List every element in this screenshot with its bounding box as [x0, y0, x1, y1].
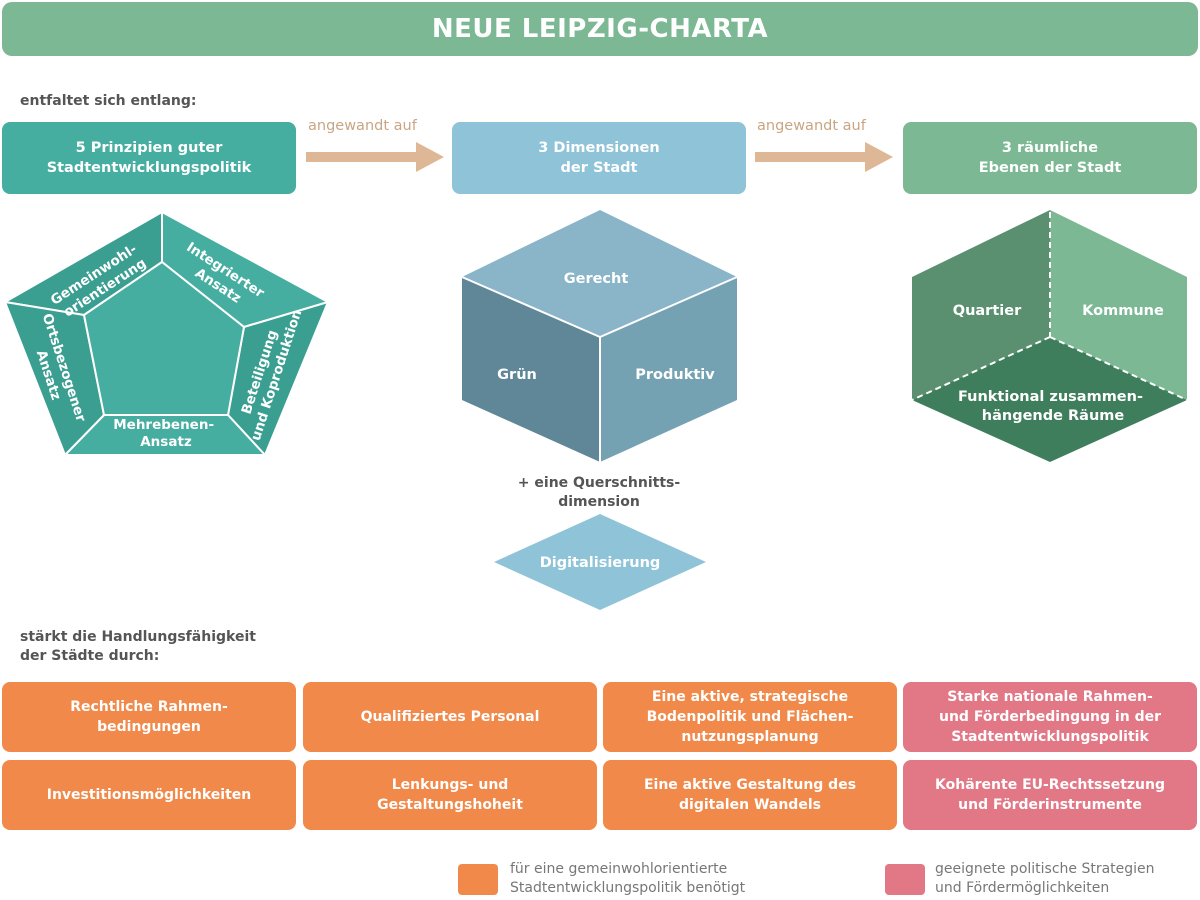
cube-right — [600, 277, 737, 462]
box-bodenpolitik-line3: nutzungsplanung — [681, 729, 819, 745]
box-nationale: Starke nationale Rahmen-und Förderbeding… — [903, 682, 1197, 752]
pentagon-center — [82, 260, 246, 416]
strengthen-line1: stärkt die Handlungsfähigkeit — [20, 629, 256, 645]
querschnitt-line1: + eine Querschnitts- — [517, 475, 681, 491]
box-digital: Eine aktive Gestaltung des digitalen Wand… — [603, 760, 897, 830]
box-eu-line2: und Förderinstrumente — [958, 797, 1142, 813]
box-digital-line2: digitalen Wandels — [679, 797, 821, 813]
box-nationale-line1: Starke nationale Rahmen- — [947, 689, 1153, 705]
principles-line1: 5 Prinzipien guter — [75, 140, 223, 156]
page-title: NEUE LEIPZIG-CHARTA — [431, 14, 769, 44]
box-bodenpolitik-line2: Bodenpolitik und Flächen- — [646, 709, 854, 725]
box-lenkung-line1: Lenkungs- und — [391, 777, 509, 793]
dimensions-line2: der Stadt — [560, 160, 638, 176]
legend-orange-swatch — [458, 864, 498, 895]
legend-orange-line1: für eine gemeinwohlorientierte — [510, 861, 728, 877]
digital-diamond: Digitalisierung — [494, 514, 706, 610]
legend-pink-line2: und Fördermöglichkeiten — [935, 880, 1110, 896]
hex-bottom — [912, 337, 1187, 462]
querschnitt-label: + eine Querschnitts-dimension — [452, 474, 746, 512]
box-nationale-line2: und Förderbedingung in der — [939, 709, 1161, 725]
box-investition: Investitionsmöglichkeiten — [2, 760, 296, 830]
digital-label: Digitalisierung — [540, 555, 661, 571]
arrow-right-icon-2 — [755, 142, 893, 172]
dimensions-box: 3 Dimensionen der Stadt — [452, 122, 746, 194]
arrow-label-1: angewandt auf — [308, 118, 417, 134]
levels-line1: 3 räumliche — [1001, 140, 1099, 156]
box-personal: Qualifiziertes Personal — [303, 682, 597, 752]
cube-label-top: Gerecht — [564, 271, 629, 287]
box-rechtliche-line2: bedingungen — [97, 719, 201, 735]
legend-pink-swatch — [885, 864, 925, 895]
hexagon-diagram: Quartier Kommune Funktional zusammen- hä… — [911, 210, 1188, 462]
box-rechtliche: Rechtliche Rahmen-bedingungen — [2, 682, 296, 752]
box-digital-line1: Eine aktive Gestaltung des — [643, 777, 857, 793]
hex-label-right: Kommune — [1082, 303, 1164, 319]
levels-line2: Ebenen der Stadt — [978, 160, 1122, 176]
box-personal-line1: Qualifiziertes Personal — [360, 709, 540, 725]
hex-label-left: Quartier — [953, 303, 1022, 319]
box-lenkung-line2: Gestaltungshoheit — [377, 797, 523, 813]
legend-pink-text: geeignete politische Strategien und Förde… — [935, 860, 1155, 898]
hex-left — [912, 210, 1050, 400]
cube-label-left: Grün — [497, 367, 537, 383]
intro-label: entfaltet sich entlang: — [20, 93, 197, 109]
strengthen-line2: der Städte durch: — [20, 648, 160, 664]
box-rechtliche-line1: Rechtliche Rahmen- — [70, 699, 228, 715]
label-mehrebenen: Mehrebenen- Ansatz — [113, 417, 219, 450]
box-eu-line1: Kohärente EU-Rechtssetzung — [935, 777, 1165, 793]
legend-orange-line2: Stadtentwicklungspolitik benötigt — [510, 880, 746, 896]
querschnitt-line2: dimension — [558, 494, 640, 510]
arrow-right-icon — [306, 142, 444, 172]
pentagon-diagram: Gemeinwohl- orientierung Integrierter An… — [2, 210, 331, 457]
title-banner: NEUE LEIPZIG-CHARTA — [2, 2, 1198, 56]
box-nationale-line3: Stadtentwicklungspolitik — [951, 729, 1149, 745]
cube-left — [462, 277, 600, 462]
box-investition-line1: Investitionsmöglichkeiten — [46, 787, 252, 803]
cube-label-right: Produktiv — [635, 367, 715, 383]
dimensions-line1: 3 Dimensionen — [538, 140, 660, 156]
hex-right — [1050, 210, 1187, 400]
hex-label-bottom: Funktional zusammen- hängende Räume — [958, 389, 1148, 424]
cube-diagram: Gerecht Grün Produktiv — [461, 210, 738, 462]
box-bodenpolitik-line1: Eine aktive, strategische — [651, 689, 849, 705]
box-eu: Kohärente EU-Rechtssetzung und Förderinst… — [903, 760, 1197, 830]
arrow-label-2: angewandt auf — [757, 118, 866, 134]
cube-top — [462, 210, 737, 337]
strengthen-label: stärkt die Handlungsfähigkeit der Städte … — [20, 628, 256, 666]
principles-line2: Stadtentwicklungspolitik — [46, 160, 252, 176]
legend-pink-line1: geeignete politische Strategien — [935, 861, 1155, 877]
